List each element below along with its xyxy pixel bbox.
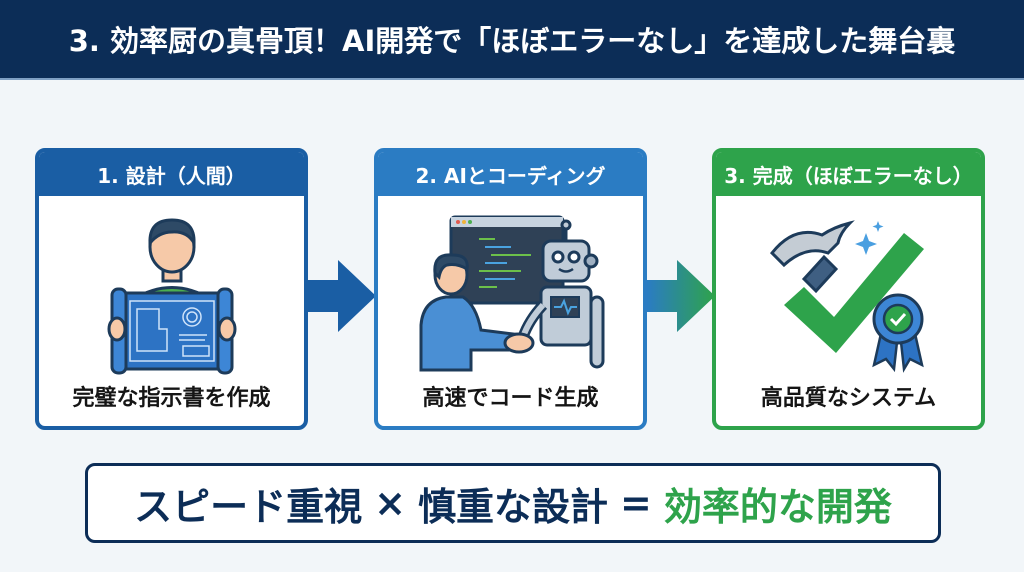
step-card-complete: 3. 完成（ほぼエラーなし） 高品質なシステム [712, 148, 985, 430]
formula-result: 効率的な開発 [663, 484, 892, 529]
human-robot-handshake-icon [378, 200, 643, 380]
step-title: 2. AIとコーディング [415, 163, 606, 188]
step-caption: 完璧な指示書を作成 [72, 386, 271, 411]
hammer-checkmark-badge-icon [716, 200, 981, 380]
step-card-ai-coding: 2. AIとコーディング [374, 148, 647, 430]
page-title: 3. 効率厨の真骨頂！AI開発で「ほぼエラーなし」を達成した舞台裏 [68, 24, 956, 58]
step-caption: 高速でコード生成 [422, 386, 599, 411]
step-card-header: 1. 設計（人間） [39, 152, 304, 196]
formula-operator-multiply: × [374, 481, 406, 525]
header-banner: 3. 効率厨の真骨頂！AI開発で「ほぼエラーなし」を達成した舞台裏 [0, 0, 1024, 80]
step-title: 3. 完成（ほぼエラーなし） [724, 163, 973, 188]
arrow-right-icon [308, 260, 376, 332]
formula-operator-equals: = [620, 481, 652, 525]
person-holding-blueprint-icon [39, 200, 304, 380]
step-card-header: 2. AIとコーディング [378, 152, 643, 196]
formula-term-design: 慎重な設計 [417, 484, 608, 529]
step-caption: 高品質なシステム [760, 386, 937, 411]
summary-formula: スピード重視 × 慎重な設計 = 効率的な開発 [85, 463, 941, 543]
arrow-right-icon [647, 260, 715, 332]
step-card-header: 3. 完成（ほぼエラーなし） [716, 152, 981, 196]
step-card-design: 1. 設計（人間） 完璧な指示書を作成 [35, 148, 308, 430]
formula-term-speed: スピード重視 [134, 484, 363, 529]
step-title: 1. 設計（人間） [97, 163, 246, 188]
